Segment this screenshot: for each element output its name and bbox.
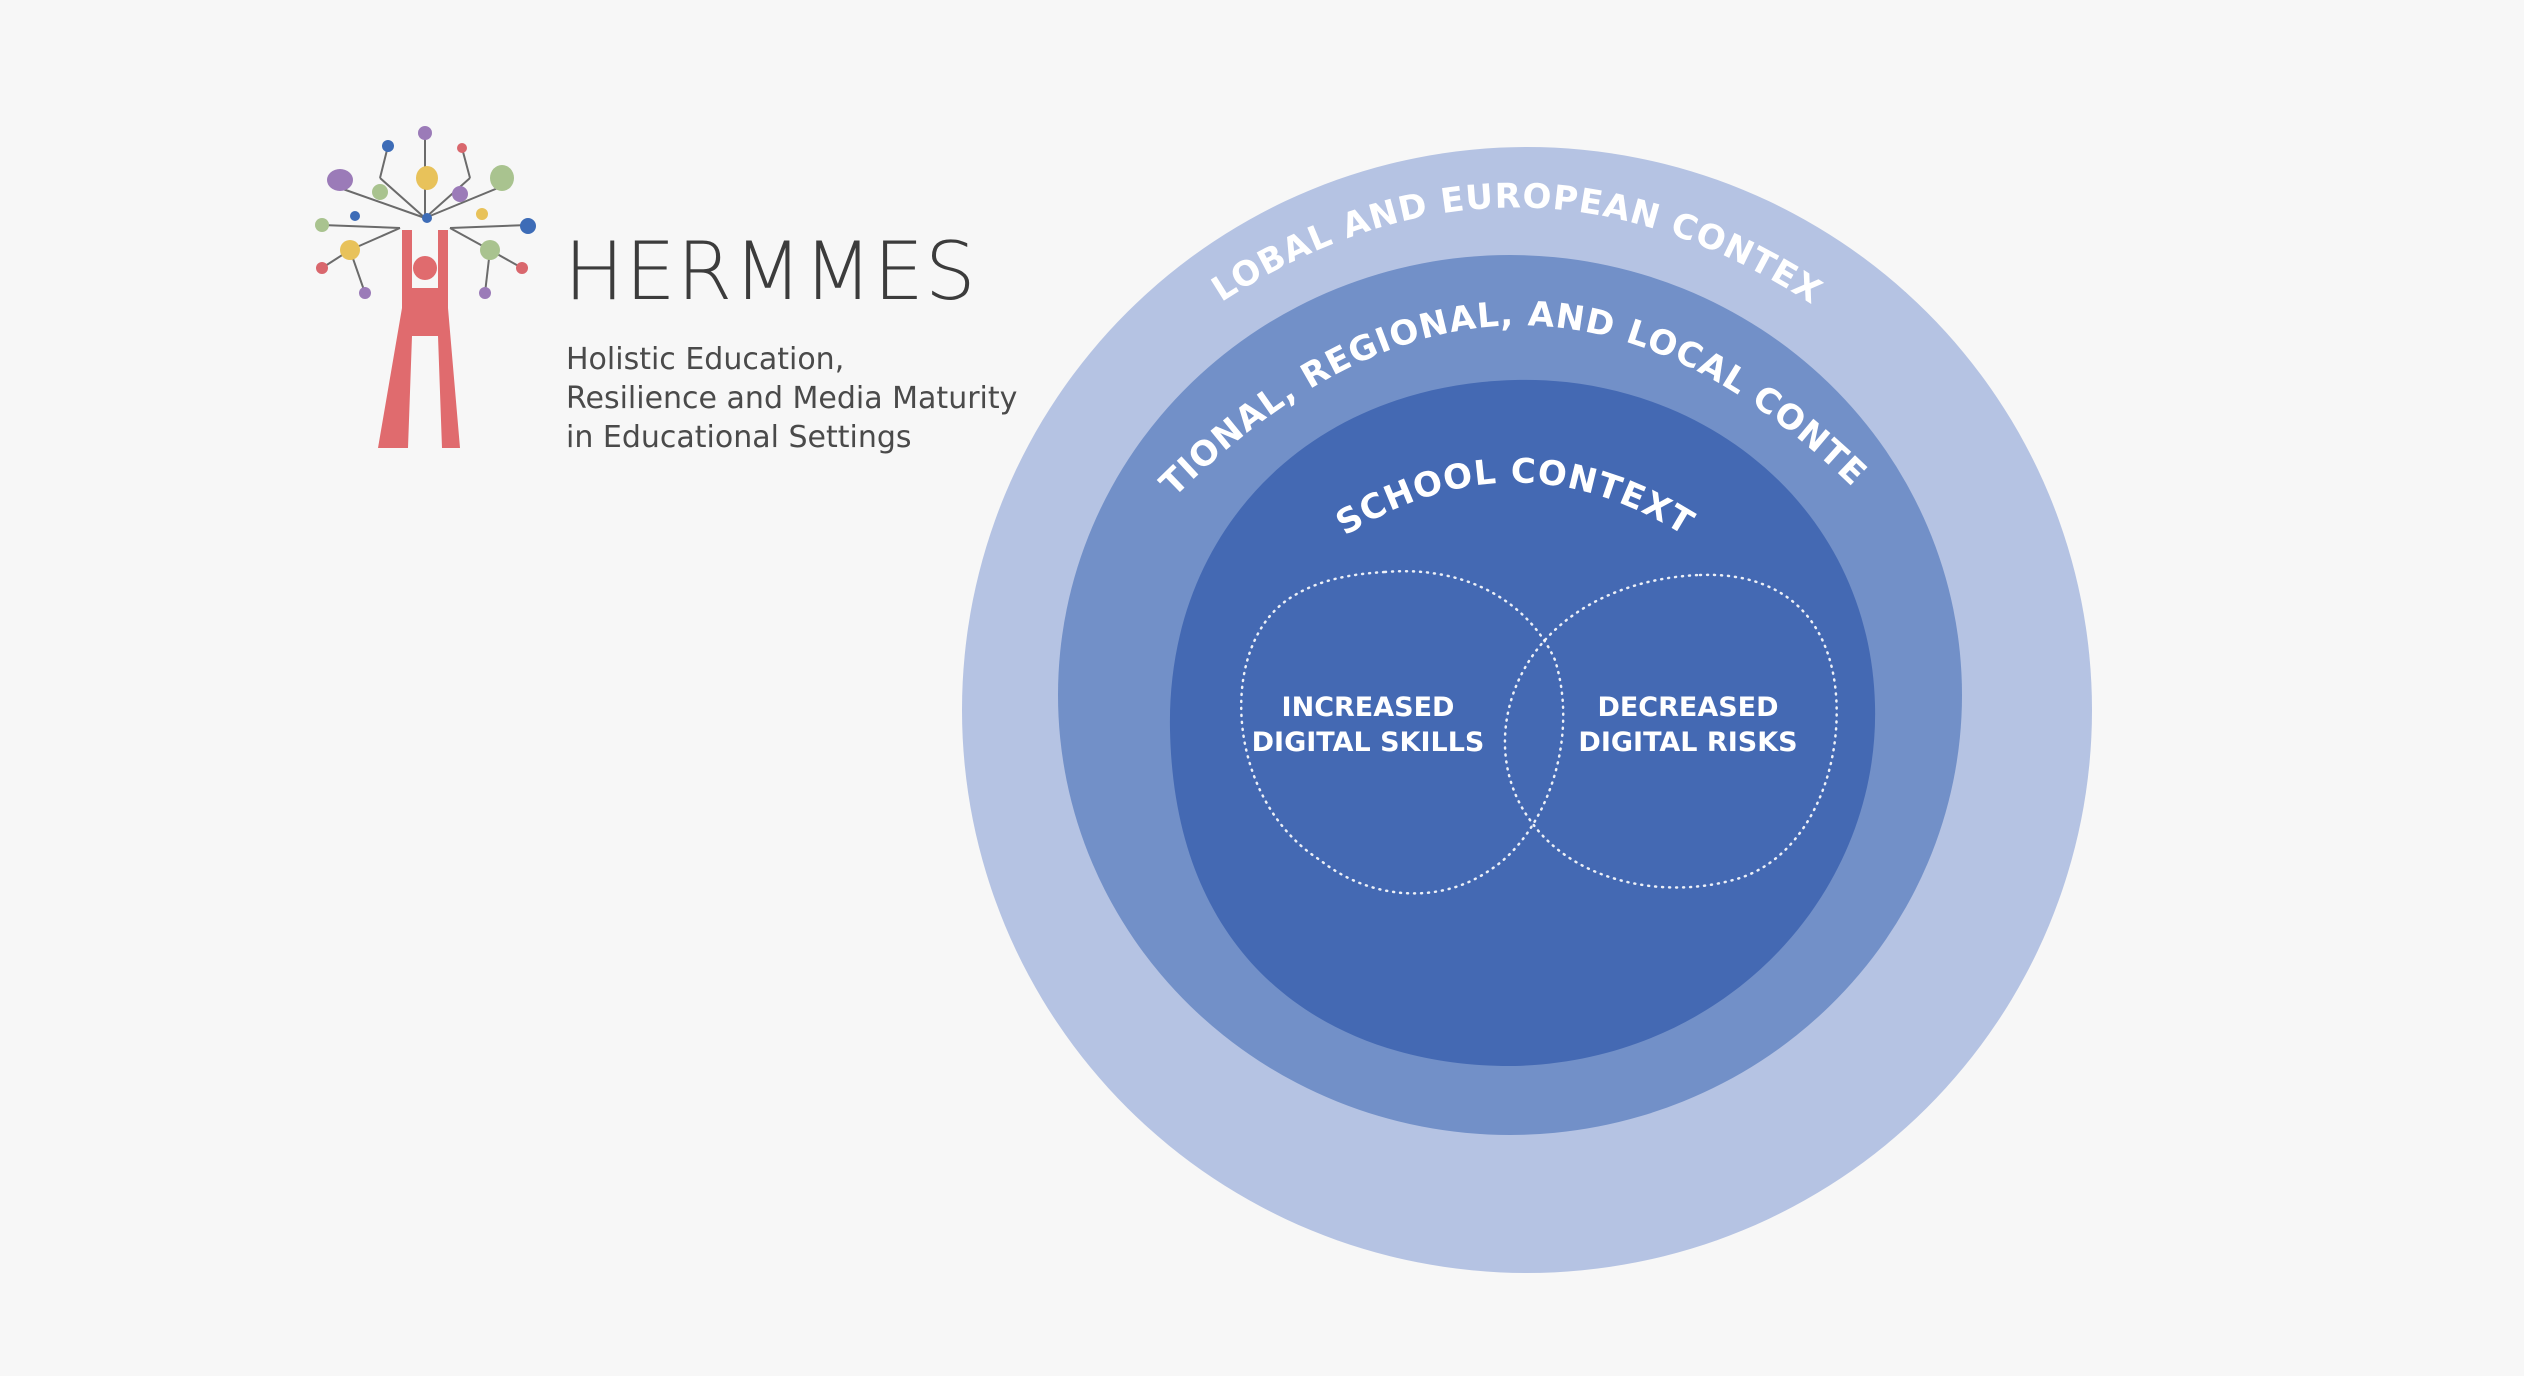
inner-circle xyxy=(1169,379,1876,1067)
right-blob xyxy=(1503,573,1838,889)
brand-tagline: Holistic Education, Resilience and Media… xyxy=(566,340,1036,457)
tagline-line: in Educational Settings xyxy=(566,420,912,455)
left-blob xyxy=(1239,569,1565,895)
right-blob-label-line1: DECREASED xyxy=(1597,692,1778,723)
tagline-line: Resilience and Media Maturity xyxy=(566,381,1018,416)
logo-figure xyxy=(378,230,460,448)
hermmes-logo-icon xyxy=(315,126,536,448)
tagline-line: Holistic Education, xyxy=(566,342,845,377)
left-blob-label-line2: DIGITAL SKILLS xyxy=(1252,727,1485,758)
brand-name: HERMMES xyxy=(564,225,977,318)
right-blob-label-line2: DIGITAL RISKS xyxy=(1578,727,1797,758)
left-blob-label-line1: INCREASED xyxy=(1282,692,1455,723)
logo-dots xyxy=(315,126,536,299)
